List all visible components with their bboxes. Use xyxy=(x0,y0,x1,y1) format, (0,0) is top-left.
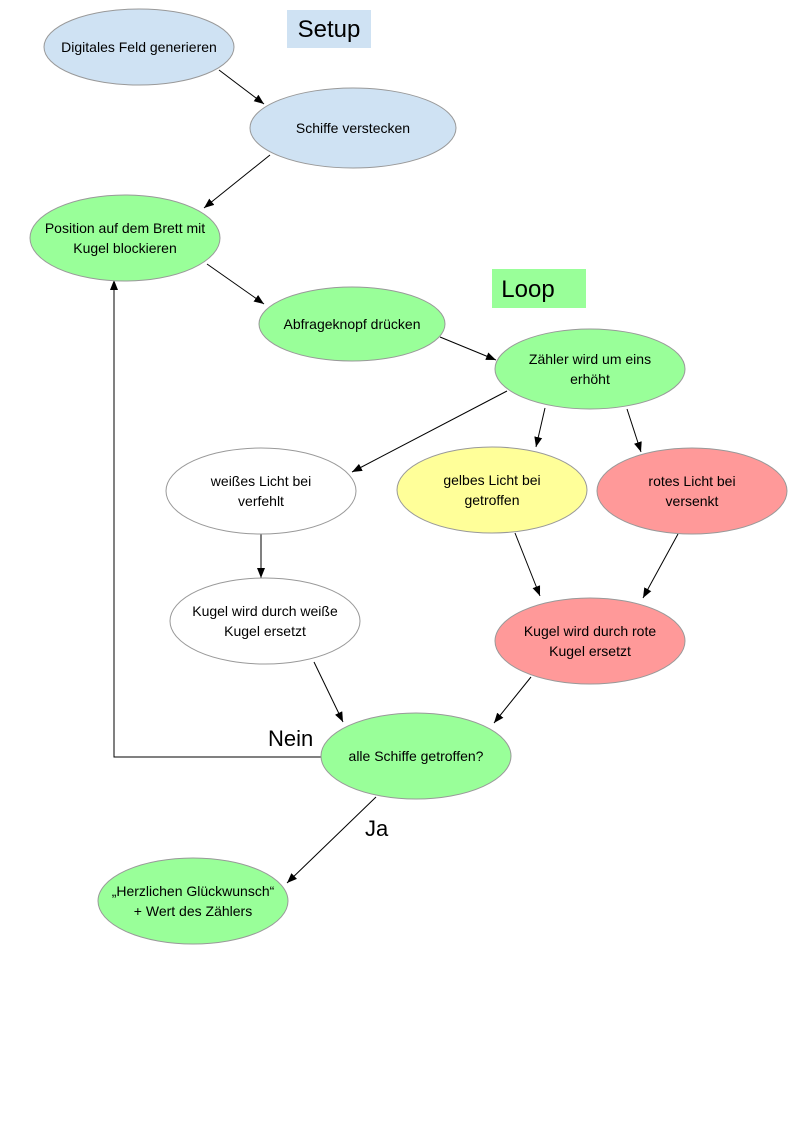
schiffe-verstecken-label-line: Schiffe verstecken xyxy=(296,120,410,136)
gelbes-licht-label-line: gelbes Licht bei xyxy=(443,472,540,488)
abfrageknopf-label-line: Abfrageknopf drücken xyxy=(284,316,421,332)
weisses-licht-label: weißes Licht bei verfehlt xyxy=(210,473,311,509)
weisse-kugel-label-line: Kugel wird durch weiße xyxy=(192,603,338,619)
node-schiffe-verstecken: Schiffe verstecken xyxy=(249,87,457,169)
edge-nein-loop-back xyxy=(110,280,321,758)
glueckwunsch-label-line: „Herzlichen Glückwunsch“ xyxy=(112,883,275,899)
edge-feld-to-schiffe xyxy=(218,69,265,105)
edges xyxy=(110,69,679,884)
zaehler-label-line: erhöht xyxy=(570,371,610,387)
edge-label-nein: Nein xyxy=(268,726,313,751)
setup-tag: Setup xyxy=(287,10,371,48)
edge-gelb-to-rote-kugel xyxy=(514,532,541,597)
node-digitales-feld: Digitales Feld generieren xyxy=(43,8,235,86)
weisses-licht-label-line: verfehlt xyxy=(238,493,284,509)
digitales-feld-label: Digitales Feld generieren xyxy=(61,39,217,55)
edge-rot-to-rote-kugel xyxy=(642,533,679,599)
edge-label-ja: Ja xyxy=(365,816,389,841)
node-zaehler: Zähler wird um eins erhöht xyxy=(494,328,686,410)
rote-kugel-label-line: Kugel wird durch rote xyxy=(524,623,657,639)
alle-schiffe-label: alle Schiffe getroffen? xyxy=(349,748,484,764)
loop-tag-label: Loop xyxy=(501,276,554,303)
rotes-licht-label-line: rotes Licht bei xyxy=(648,473,735,489)
node-glueckwunsch: „Herzlichen Glückwunsch“ + Wert des Zähle… xyxy=(97,857,289,945)
edge-rote-kugel-to-alle xyxy=(493,676,532,724)
node-alle-schiffe: alle Schiffe getroffen? xyxy=(320,712,512,800)
loop-tag: Loop xyxy=(492,269,586,308)
edge-schiffe-to-position xyxy=(203,154,271,209)
digitales-feld-label-line: Digitales Feld generieren xyxy=(61,39,217,55)
edge-alle-to-glueckwunsch xyxy=(286,796,377,884)
rotes-licht-label: rotes Licht bei versenkt xyxy=(648,473,735,509)
gelbes-licht-label-line: getroffen xyxy=(464,492,519,508)
alle-schiffe-label-line: alle Schiffe getroffen? xyxy=(349,748,484,764)
edge-zaehler-to-rot xyxy=(626,408,642,453)
zaehler-label-line: Zähler wird um eins xyxy=(529,351,651,367)
rotes-licht-label-line: versenkt xyxy=(666,493,719,509)
edge-weisse-kugel-to-alle xyxy=(313,661,344,723)
edge-zaehler-to-gelb xyxy=(534,407,546,448)
node-rotes-licht: rotes Licht bei versenkt xyxy=(596,447,788,535)
node-abfrageknopf: Abfrageknopf drücken xyxy=(258,286,446,362)
zaehler-label: Zähler wird um eins erhöht xyxy=(529,351,651,387)
gelbes-licht-label: gelbes Licht bei getroffen xyxy=(443,472,540,508)
weisse-kugel-label-line: Kugel ersetzt xyxy=(224,623,306,639)
position-blockieren-label-line: Position auf dem Brett mit xyxy=(45,220,205,236)
rote-kugel-label-line: Kugel ersetzt xyxy=(549,643,631,659)
glueckwunsch-label: „Herzlichen Glückwunsch“ + Wert des Zähle… xyxy=(112,883,275,919)
position-blockieren-label-line: Kugel blockieren xyxy=(73,240,177,256)
schiffe-verstecken-label: Schiffe verstecken xyxy=(296,120,410,136)
weisses-licht-label-line: weißes Licht bei xyxy=(210,473,311,489)
edge-position-to-abfrage xyxy=(206,263,265,305)
glueckwunsch-label-line: + Wert des Zählers xyxy=(134,903,252,919)
edge-abfrage-to-zaehler xyxy=(439,336,497,361)
node-gelbes-licht: gelbes Licht bei getroffen xyxy=(396,446,588,534)
edge-zaehler-to-weiss xyxy=(351,390,508,473)
node-weisses-licht: weißes Licht bei verfehlt xyxy=(165,447,357,535)
setup-tag-label: Setup xyxy=(298,16,361,43)
abfrageknopf-label: Abfrageknopf drücken xyxy=(284,316,421,332)
